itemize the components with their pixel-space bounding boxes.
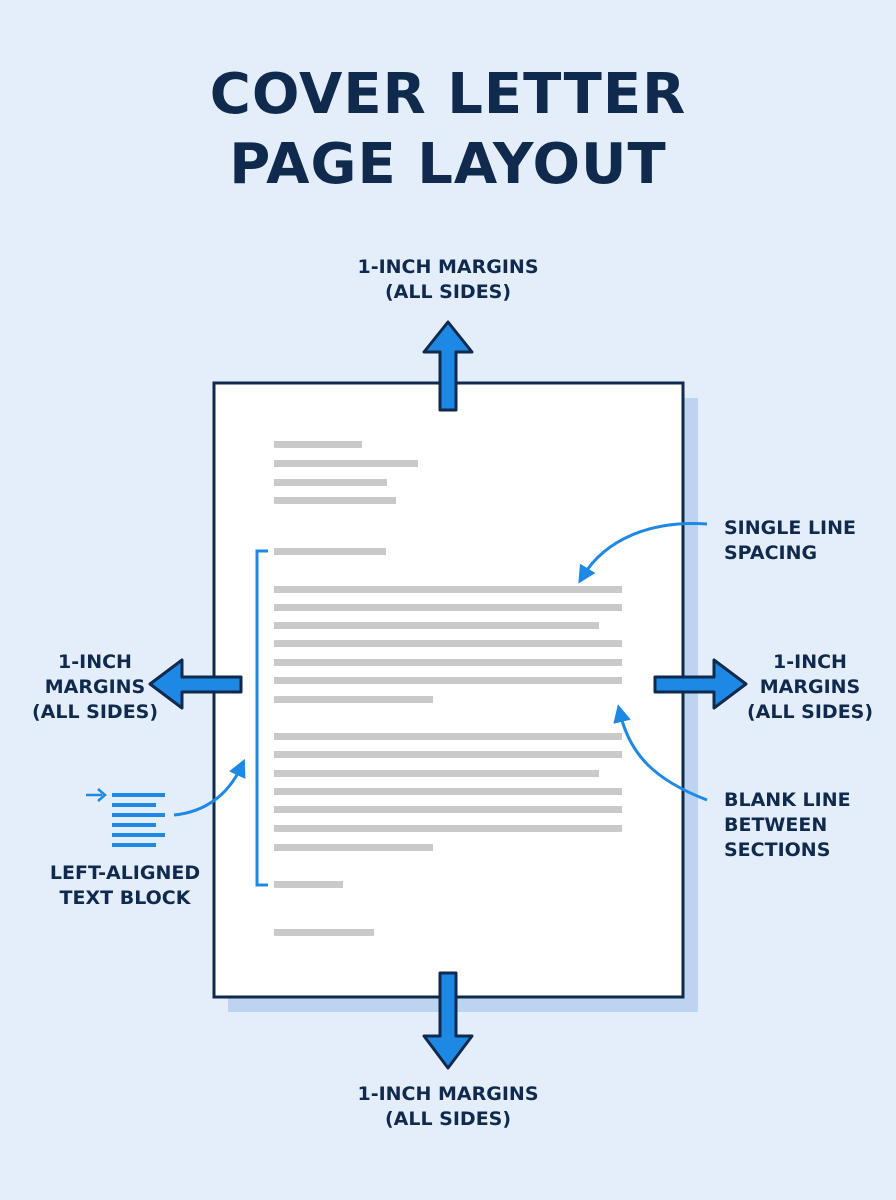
text-line (274, 751, 622, 758)
blank-line-label: BLANK LINE BETWEEN SECTIONS (724, 788, 889, 863)
label-line: MARGINS (759, 676, 861, 698)
left-margin-label: 1-INCH MARGINS (ALL SIDES) (10, 650, 180, 725)
align-line (112, 803, 156, 807)
label-line: 1-INCH MARGINS (357, 256, 539, 278)
text-line (274, 441, 362, 448)
label-line: 1-INCH (773, 651, 847, 673)
label-line: SPACING (724, 542, 818, 564)
label-line: TEXT BLOCK (59, 887, 191, 909)
label-line: (ALL SIDES) (31, 701, 159, 723)
signature-line (274, 929, 374, 936)
letter-page (212, 381, 685, 999)
align-line (112, 813, 165, 817)
page-title-line-1: COVER LETTER (209, 62, 687, 127)
label-line: (ALL SIDES) (384, 1108, 512, 1130)
text-line (274, 733, 622, 740)
label-line: (ALL SIDES) (746, 701, 874, 723)
text-line (274, 622, 599, 629)
text-line (274, 825, 622, 832)
label-line: SECTIONS (724, 839, 831, 861)
label-line: BETWEEN (724, 814, 828, 836)
arrow-up-icon (422, 320, 474, 412)
align-line (112, 823, 156, 827)
paragraph-2 (274, 733, 622, 851)
label-line: SINGLE LINE (724, 517, 857, 539)
page-title-line-2: PAGE LAYOUT (229, 132, 667, 197)
align-line (112, 843, 156, 847)
text-line (274, 460, 418, 467)
left-aligned-label: LEFT-ALIGNED TEXT BLOCK (40, 861, 210, 911)
indent-arrowhead (97, 788, 107, 802)
text-line (274, 604, 622, 611)
text-line (274, 659, 622, 666)
text-line (274, 586, 622, 593)
text-line (274, 788, 622, 795)
right-margin-label: 1-INCH MARGINS (ALL SIDES) (730, 650, 890, 725)
label-line: BLANK LINE (724, 789, 851, 811)
text-line (274, 770, 599, 777)
header-block (274, 441, 418, 504)
salutation-line (274, 548, 386, 555)
label-line: LEFT-ALIGNED (49, 862, 201, 884)
paragraph-1 (274, 586, 622, 703)
single-spacing-callout-arrow (578, 521, 708, 584)
arrow-left-icon (148, 658, 243, 710)
left-align-icon (86, 788, 165, 847)
text-line (274, 677, 622, 684)
arrow-right-icon (653, 658, 748, 710)
bottom-margin-label: 1-INCH MARGINS (ALL SIDES) (298, 1082, 598, 1132)
label-line: (ALL SIDES) (384, 281, 512, 303)
left-align-bracket (255, 549, 268, 887)
text-line (274, 844, 433, 851)
single-spacing-label: SINGLE LINE SPACING (724, 516, 889, 566)
label-line: MARGINS (44, 676, 146, 698)
text-line (274, 696, 433, 703)
text-line (274, 806, 622, 813)
align-line (112, 793, 165, 797)
label-line: 1-INCH MARGINS (357, 1083, 539, 1105)
left-aligned-callout-arrow (173, 758, 246, 817)
align-line (112, 833, 165, 837)
blank-line-callout-arrow (613, 704, 708, 802)
text-line (274, 497, 396, 504)
text-line (274, 479, 387, 486)
top-margin-label: 1-INCH MARGINS (ALL SIDES) (298, 255, 598, 305)
closing-line (274, 881, 343, 888)
label-line: 1-INCH (58, 651, 132, 673)
text-line (274, 640, 622, 647)
arrow-down-icon (422, 971, 474, 1070)
